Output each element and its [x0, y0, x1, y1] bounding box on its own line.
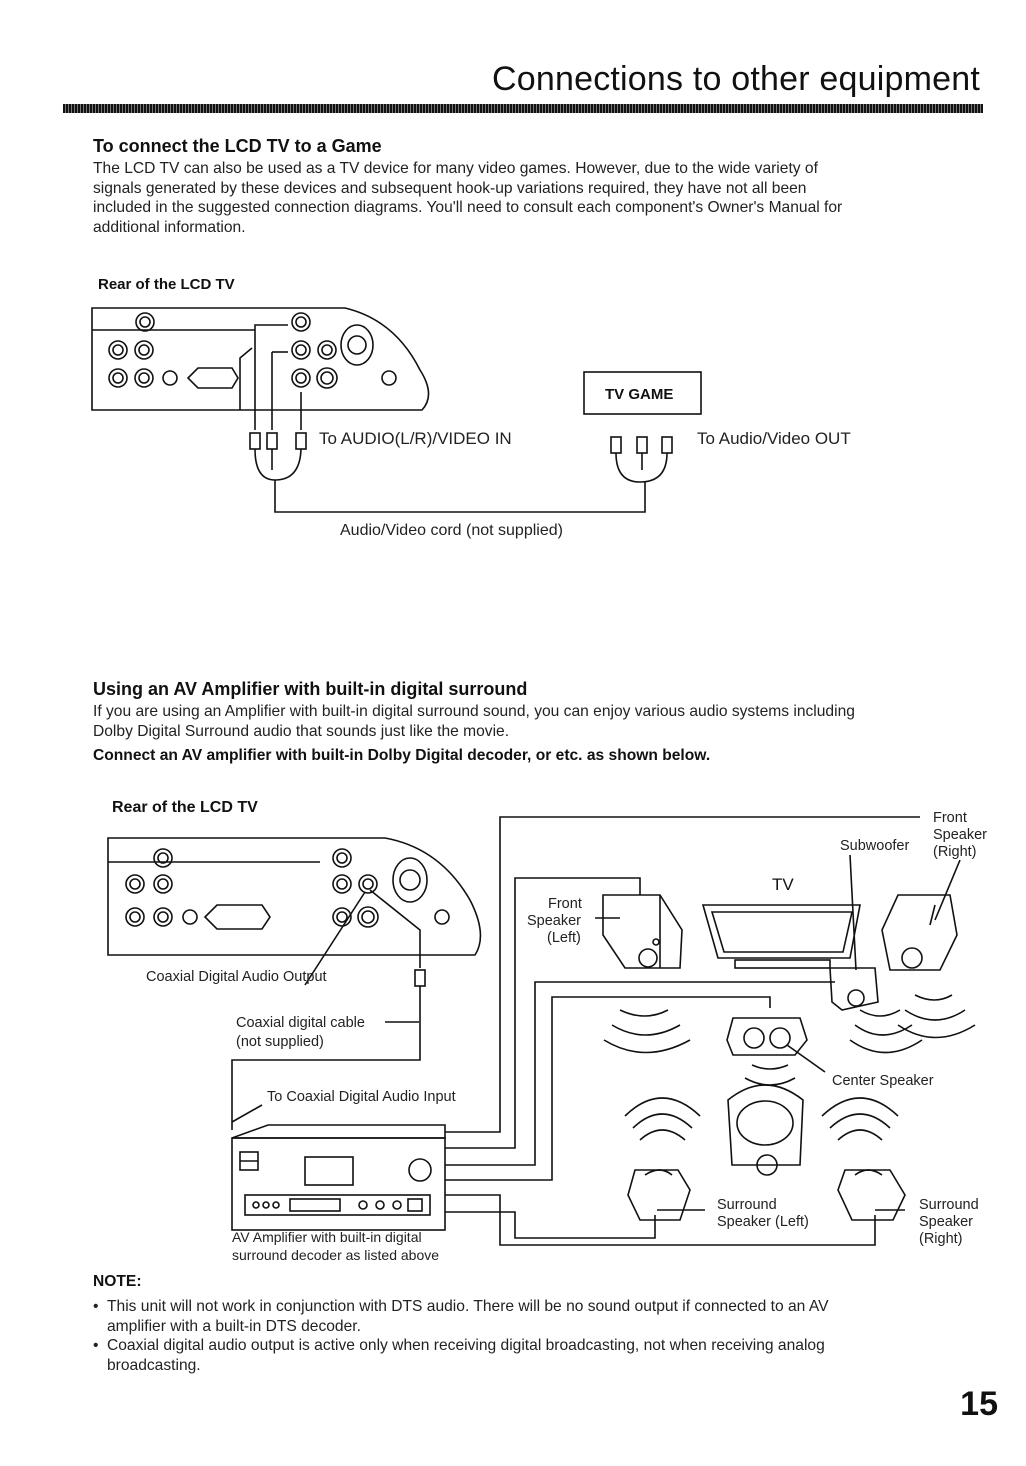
front-left-line2: Speaker — [527, 913, 581, 929]
title-rule — [63, 104, 983, 113]
surround-right-line1: Surround — [919, 1197, 979, 1213]
paragraph-line: Dolby Digital Surround audio that sounds… — [93, 722, 510, 740]
surround-right-line3: (Right) — [919, 1231, 963, 1247]
tv-rear-panel-game — [91, 307, 430, 411]
to-av-out-label: To Audio/Video OUT — [697, 429, 851, 448]
cord-label: Audio/Video cord (not supplied) — [340, 522, 563, 539]
coax-input-label: To Coaxial Digital Audio Input — [267, 1089, 456, 1105]
game-rear-label: Rear of the LCD TV — [98, 276, 235, 293]
note-item: Coaxial digital audio output is active o… — [93, 1336, 973, 1375]
amp-section-paragraph: If you are using an Amplifier with built… — [93, 702, 855, 741]
av-amplifier — [231, 1137, 446, 1231]
amp-caption-line2: surround decoder as listed above — [232, 1247, 439, 1263]
coax-cable-label-line2: (not supplied) — [236, 1034, 324, 1050]
coax-output-label: Coaxial Digital Audio Output — [146, 969, 327, 985]
tv-label: TV — [772, 875, 794, 894]
front-left-line3: (Left) — [547, 930, 581, 946]
note-item: This unit will not work in conjunction w… — [93, 1297, 973, 1336]
note-line: This unit will not work in conjunction w… — [107, 1298, 829, 1315]
amp-rear-label: Rear of the LCD TV — [112, 799, 258, 816]
note-line: amplifier with a built-in DTS decoder. — [107, 1317, 361, 1335]
subwoofer-label: Subwoofer — [840, 838, 909, 854]
coax-cable-label-line1: Coaxial digital cable — [236, 1015, 365, 1031]
tv-game-label: TV GAME — [605, 386, 673, 403]
amp-section-heading: Using an AV Amplifier with built-in digi… — [93, 679, 528, 699]
center-speaker-label: Center Speaker — [832, 1073, 934, 1089]
surround-right-line2: Speaker — [919, 1214, 973, 1230]
paragraph-line: signals generated by these devices and s… — [93, 179, 807, 197]
paragraph-line: included in the suggested connection dia… — [93, 199, 843, 216]
surround-left-line1: Surround — [717, 1197, 777, 1213]
paragraph-line: additional information. — [93, 218, 246, 236]
front-right-line2: Speaker — [933, 827, 987, 843]
game-section-heading: To connect the LCD TV to a Game — [93, 136, 382, 156]
paragraph-line: The LCD TV can also be used as a TV devi… — [93, 160, 818, 177]
front-right-line1: Front — [933, 810, 967, 826]
page-title: Connections to other equipment — [492, 60, 980, 98]
game-section-paragraph: The LCD TV can also be used as a TV devi… — [93, 159, 842, 237]
amp-caption-line1: AV Amplifier with built-in digital — [232, 1229, 422, 1245]
front-left-line1: Front — [548, 896, 582, 912]
page-number: 15 — [960, 1385, 998, 1423]
to-av-in-label: To AUDIO(L/R)/VIDEO IN — [319, 429, 512, 448]
tv-rear-panel-amp — [107, 837, 482, 956]
front-right-line3: (Right) — [933, 844, 977, 860]
note-heading: NOTE: — [93, 1273, 142, 1290]
note-line: Coaxial digital audio output is active o… — [107, 1337, 825, 1354]
note-list: This unit will not work in conjunction w… — [93, 1297, 973, 1375]
surround-left-line2: Speaker (Left) — [717, 1214, 809, 1230]
paragraph-line: If you are using an Amplifier with built… — [93, 703, 855, 720]
amp-instruction: Connect an AV amplifier with built-in Do… — [93, 747, 711, 764]
tv-game-box — [583, 371, 702, 415]
note-line: broadcasting. — [107, 1356, 201, 1374]
